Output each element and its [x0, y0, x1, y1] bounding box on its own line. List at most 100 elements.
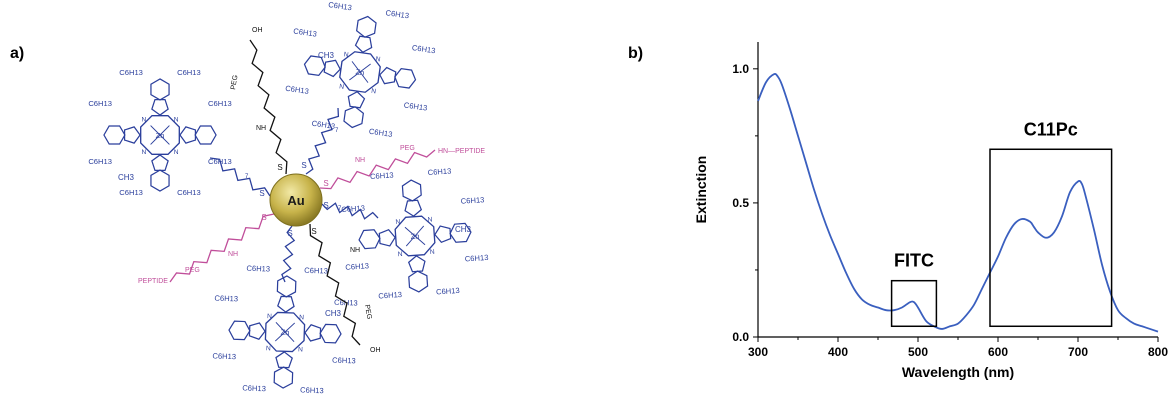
benzo-ring: [150, 169, 170, 192]
isoindole-ring: [179, 126, 197, 144]
hexyl-substituent-label: C6H13: [119, 68, 143, 77]
peg-label-bottom: PEG: [363, 304, 372, 320]
x-tick-label: 400: [828, 345, 848, 359]
aza-nitrogen-label: N: [141, 117, 146, 124]
zn-n-bond: [414, 225, 425, 237]
annotation-box-c11pc: [989, 148, 1113, 328]
methyl-group-label: CH3: [325, 309, 342, 318]
hexyl-substituent-label: C6H13: [293, 26, 318, 38]
benzo-ring: [355, 15, 377, 38]
peg-acid-chain-bottom: [309, 223, 361, 346]
zn-n-bond: [349, 71, 361, 81]
isoindole-ring: [151, 154, 169, 172]
isoindole-ring: [275, 351, 293, 369]
benzo-ring: [394, 67, 417, 89]
annotation-label-fitc: FITC: [894, 251, 934, 271]
benzo-ring: [228, 320, 251, 341]
isoindole-ring: [379, 66, 397, 85]
y-tick-label: 0.0: [732, 330, 749, 344]
aza-nitrogen-label: N: [339, 83, 345, 91]
sulfur-atom-label: S: [323, 179, 328, 188]
benzo-ring: [273, 366, 294, 389]
hexyl-substituent-label: C6H13: [460, 195, 484, 206]
peptide-linker-left: [169, 213, 275, 283]
hexyl-substituent-label: C6H13: [332, 356, 356, 366]
hexyl-substituent-label: C6H13: [246, 264, 270, 274]
x-tick-label: 500: [908, 345, 928, 359]
hexyl-substituent-label: C6H13: [345, 261, 369, 272]
zn-n-bond: [150, 125, 161, 136]
x-tick-label: 600: [988, 345, 1008, 359]
aza-nitrogen-label: N: [267, 313, 272, 320]
zinc-center-label: Zn: [355, 67, 365, 77]
aza-nitrogen-label: N: [299, 314, 304, 321]
chain-length-subscript: 7: [338, 206, 342, 212]
zn-n-bond: [351, 61, 361, 73]
hexyl-substituent-label: C6H13: [341, 204, 365, 215]
aza-nitrogen-label: N: [375, 56, 381, 64]
hexyl-substituent-label: C6H13: [177, 188, 201, 197]
hexyl-substituent-label: C6H13: [88, 99, 112, 108]
extinction-series-line: [757, 73, 1159, 333]
y-axis-label: Extinction: [693, 156, 709, 224]
hexyl-substituent-label: C6H13: [368, 127, 393, 139]
hexyl-substituent-label: C6H13: [214, 294, 238, 304]
sulfur-atom-label: S: [259, 189, 264, 198]
sulfur-atom-label: S: [301, 161, 306, 170]
aza-nitrogen-label: N: [174, 149, 179, 156]
x-axis-label: Wavelength (nm): [902, 364, 1014, 380]
hexyl-substituent-label: C6H13: [378, 290, 402, 301]
zinc-center-label: Zn: [410, 232, 419, 242]
sulfur-atom-label: S: [277, 163, 282, 172]
isoindole-ring: [347, 91, 366, 109]
benzo-ring: [276, 275, 297, 298]
zn-n-bond: [405, 235, 416, 247]
alkyl-chain-to-pc-3: [321, 202, 379, 220]
benzo-ring: [408, 270, 429, 293]
aza-nitrogen-label: N: [397, 251, 402, 258]
macrocycle-ring: [264, 311, 306, 353]
benzo-ring: [303, 55, 326, 77]
hexyl-substituent-label: C6H13: [411, 43, 436, 55]
benzo-ring: [194, 125, 217, 145]
hexyl-substituent-label: C6H13: [177, 68, 201, 77]
hexyl-substituent-label: C6H13: [304, 266, 328, 276]
hexyl-substituent-label: C6H13: [212, 351, 236, 361]
x-tick-label: 300: [748, 345, 768, 359]
annotation-box-fitc: [890, 279, 938, 328]
benzo-ring: [449, 222, 472, 243]
hexyl-substituent-label: C6H13: [328, 0, 353, 12]
peptide-label-left: PEPTIDE: [138, 278, 168, 285]
methyl-group-label: CH3: [455, 225, 472, 234]
hexyl-substituent-label: C6H13: [370, 170, 394, 181]
phthalocyanine-unit-1: C6H13C6H13NC6H13C6H13NC6H13C6H13NC6H13C6…: [285, 0, 436, 139]
sulfur-atom-label: S: [261, 213, 266, 222]
aza-nitrogen-label: N: [298, 346, 303, 353]
x-tick-label: 700: [1068, 345, 1088, 359]
zn-n-bond: [159, 125, 170, 136]
carboxylic-acid-label-bottom: OH: [370, 347, 381, 354]
isoindole-ring: [248, 322, 266, 340]
isoindole-ring: [407, 255, 426, 273]
benzo-ring: [343, 106, 365, 129]
zn-n-bond: [150, 134, 161, 145]
hexyl-substituent-label: C6H13: [285, 84, 310, 96]
zinc-center-label: Zn: [280, 328, 289, 337]
isoindole-ring: [304, 324, 322, 342]
hexyl-substituent-label: C6H13: [403, 100, 428, 112]
macrocycle-ring: [339, 51, 381, 93]
hexyl-substituent-label: C6H13: [427, 166, 451, 177]
y-tick-label: 1.0: [732, 62, 749, 76]
zn-n-bond: [159, 134, 170, 145]
peg-label-left: PEG: [185, 267, 200, 274]
peg-label-top: PEG: [230, 75, 239, 91]
benzo-ring: [401, 179, 422, 202]
isoindole-ring: [151, 98, 169, 116]
zn-n-bond: [404, 226, 416, 237]
peptide-linker-right: [319, 149, 436, 190]
